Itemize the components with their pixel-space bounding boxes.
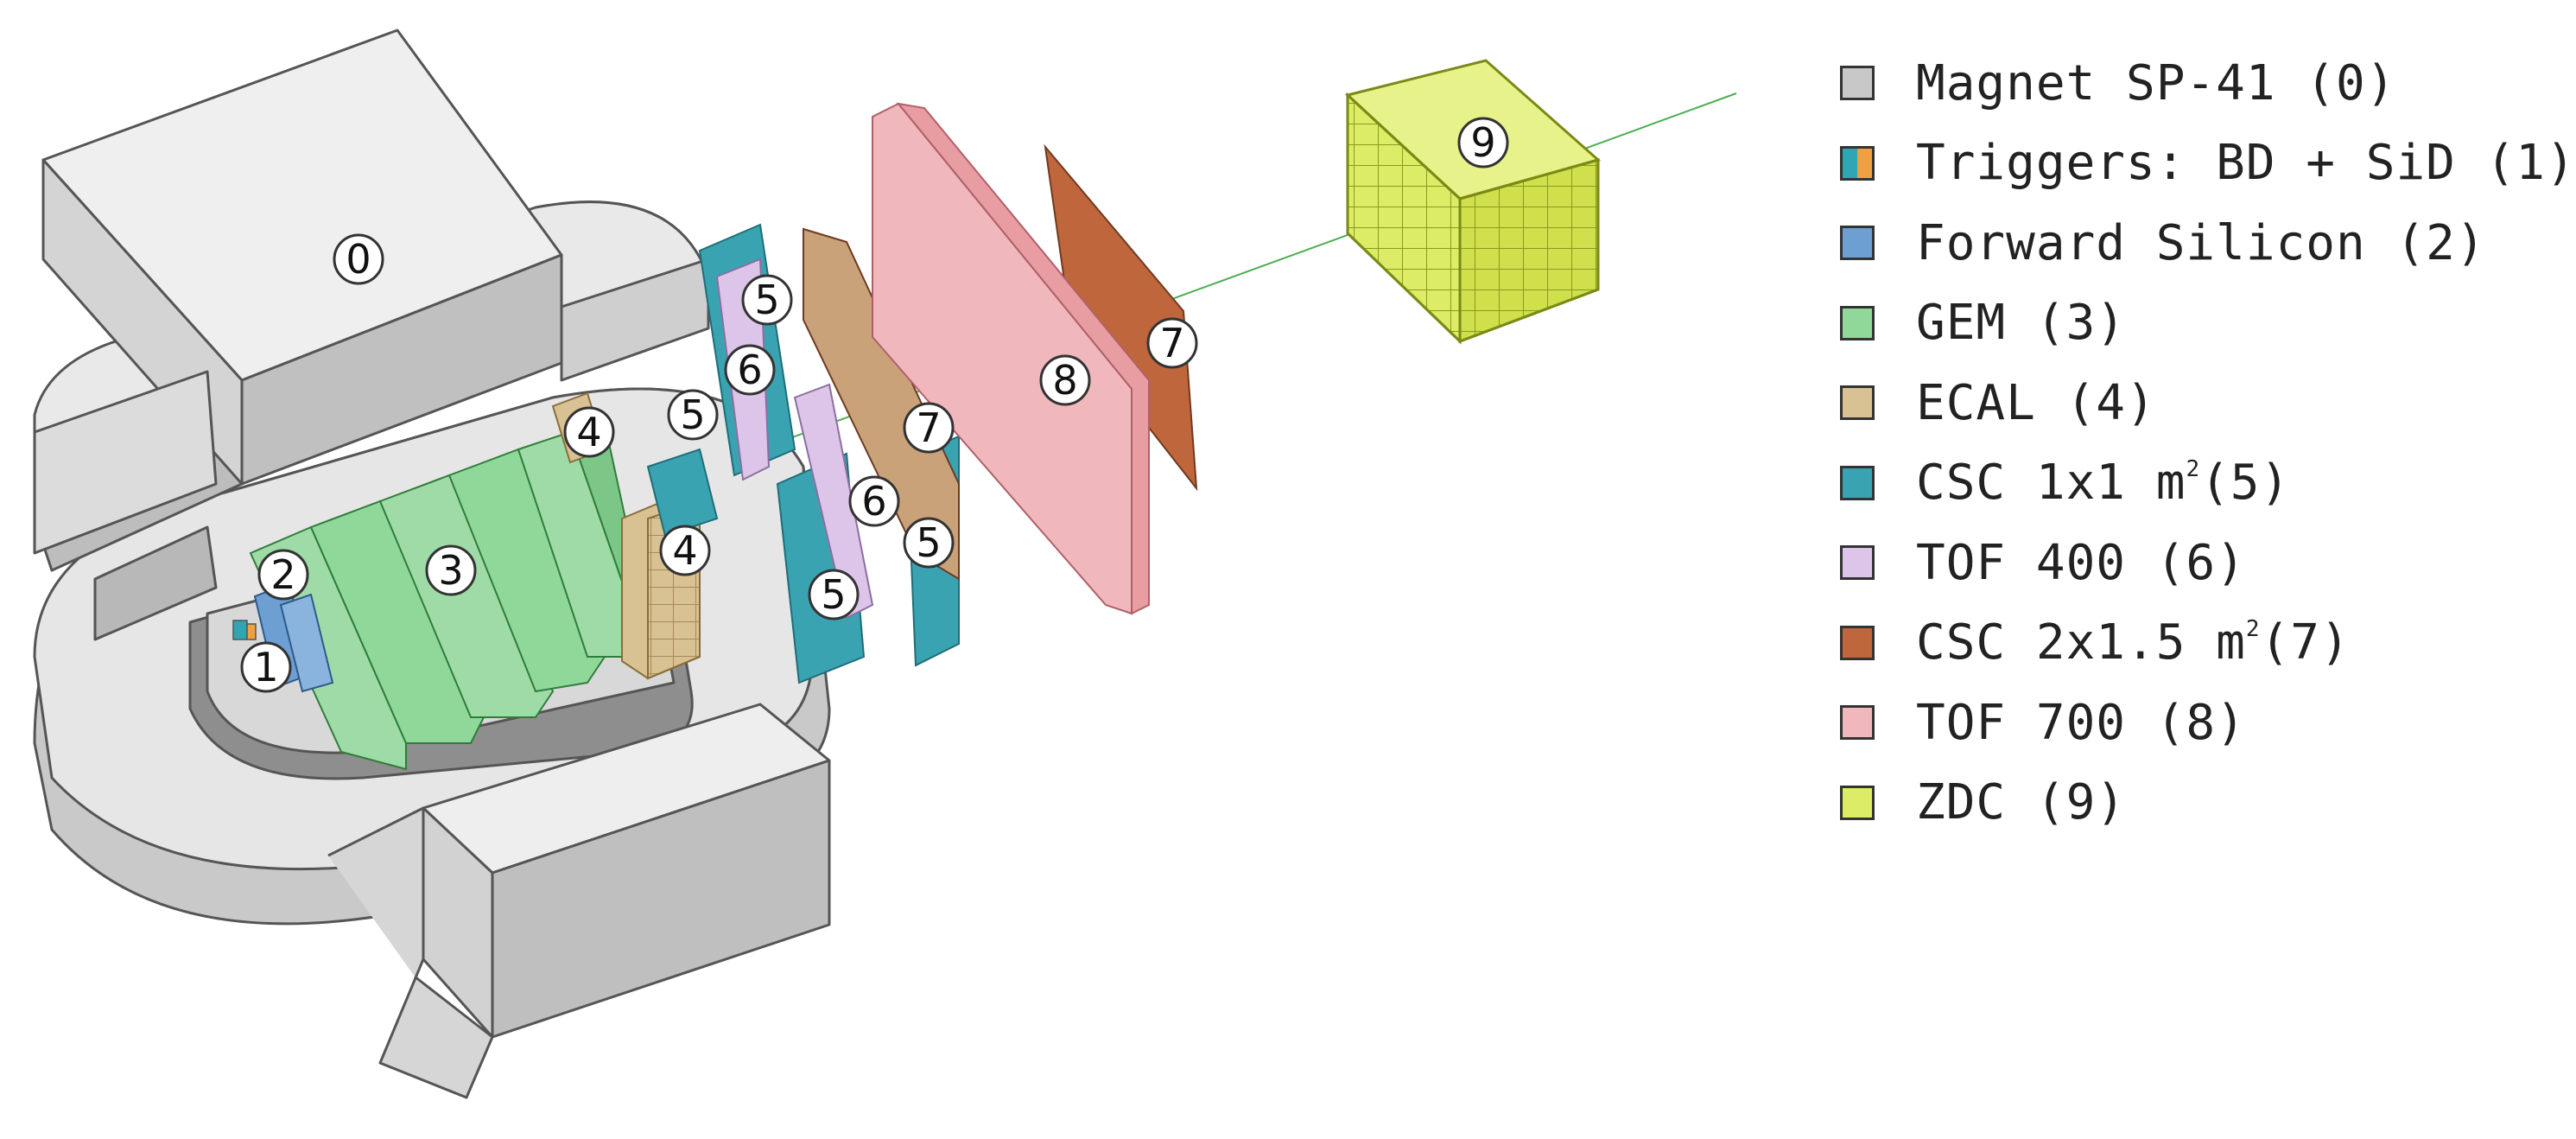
legend: Magnet SP-41 (0) Triggers: BD + SiD (1) Fo…	[1840, 43, 2575, 843]
svg-text:6: 6	[861, 478, 886, 525]
svg-text:0: 0	[346, 236, 371, 283]
svg-text:2: 2	[270, 551, 295, 598]
legend-item: ZDC (9)	[1840, 763, 2479, 843]
callout-0: 0	[333, 233, 384, 285]
svg-text:9: 9	[1470, 119, 1495, 166]
legend-item: CSC 1x1 m2(5)	[1840, 443, 2479, 524]
legend-label: ZDC (9)	[1916, 774, 2127, 831]
callout-4-inner: 4	[563, 406, 615, 458]
legend-item: TOF 400 (6)	[1840, 523, 2479, 603]
legend-item: Forward Silicon (2)	[1840, 203, 2485, 283]
legend-swatch	[1840, 226, 1875, 261]
svg-text:3: 3	[438, 547, 463, 594]
legend-label: CSC 1x1 m2(5)	[1916, 455, 2291, 512]
legend-label: ECAL (4)	[1916, 374, 2156, 431]
callout-4-outer: 4	[659, 525, 711, 576]
svg-text:7: 7	[916, 404, 941, 451]
svg-text:8: 8	[1052, 357, 1077, 404]
legend-swatch	[1840, 145, 1875, 181]
legend-swatch	[1840, 545, 1875, 581]
callout-5-top: 5	[741, 274, 793, 326]
detector-diagram: 0 1 2 3 4 4 5 5 5 5 6 6	[33, 29, 1737, 1099]
legend-label: GEM (3)	[1916, 295, 2127, 352]
legend-label: Triggers: BD + SiD (1)	[1916, 135, 2576, 192]
callout-8: 8	[1039, 354, 1091, 406]
legend-swatch	[1840, 465, 1875, 500]
legend-label: Forward Silicon (2)	[1916, 214, 2486, 271]
legend-label: CSC 2x1.5 m2(7)	[1916, 614, 2351, 671]
callout-5-left: 5	[667, 389, 719, 441]
callout-1: 1	[240, 641, 292, 693]
triggers	[232, 620, 257, 640]
svg-text:4: 4	[672, 527, 697, 574]
legend-label: TOF 400 (6)	[1916, 534, 2246, 591]
legend-item: ECAL (4)	[1840, 363, 2479, 443]
svg-text:7: 7	[1159, 320, 1184, 366]
callout-5-right: 5	[903, 517, 955, 569]
callout-6-lower: 6	[848, 475, 900, 527]
svg-text:5: 5	[680, 391, 705, 438]
legend-swatch	[1840, 305, 1875, 340]
svg-text:5: 5	[821, 571, 846, 618]
legend-item: CSC 2x1.5 m2(7)	[1840, 603, 2479, 684]
legend-swatch	[1840, 625, 1875, 660]
callout-6-upper: 6	[724, 344, 776, 396]
callout-7-outer: 7	[1146, 317, 1198, 369]
legend-item: TOF 700 (8)	[1840, 683, 2479, 763]
legend-item: GEM (3)	[1840, 283, 2479, 364]
tof-700	[872, 102, 1150, 615]
callout-3: 3	[425, 544, 477, 596]
legend-swatch	[1840, 385, 1875, 421]
svg-text:5: 5	[754, 277, 779, 323]
svg-text:4: 4	[576, 409, 601, 455]
legend-item: Magnet SP-41 (0)	[1840, 43, 2479, 124]
gem-planes	[249, 422, 650, 771]
callout-2: 2	[257, 549, 309, 601]
callout-9: 9	[1457, 117, 1509, 169]
legend-label: TOF 700 (8)	[1916, 694, 2246, 751]
svg-text:6: 6	[737, 347, 762, 393]
zdc	[1344, 59, 1602, 345]
legend-swatch	[1840, 785, 1875, 820]
legend-swatch	[1840, 66, 1875, 101]
legend-swatch	[1840, 705, 1875, 741]
svg-text:1: 1	[253, 644, 278, 690]
callout-7-inner: 7	[903, 402, 955, 454]
callout-5-lower: 5	[808, 569, 860, 620]
legend-item: Triggers: BD + SiD (1)	[1840, 124, 2575, 204]
svg-text:5: 5	[916, 519, 941, 566]
csc-2x1-5-chambers	[803, 143, 1198, 581]
legend-label: Magnet SP-41 (0)	[1916, 54, 2396, 111]
